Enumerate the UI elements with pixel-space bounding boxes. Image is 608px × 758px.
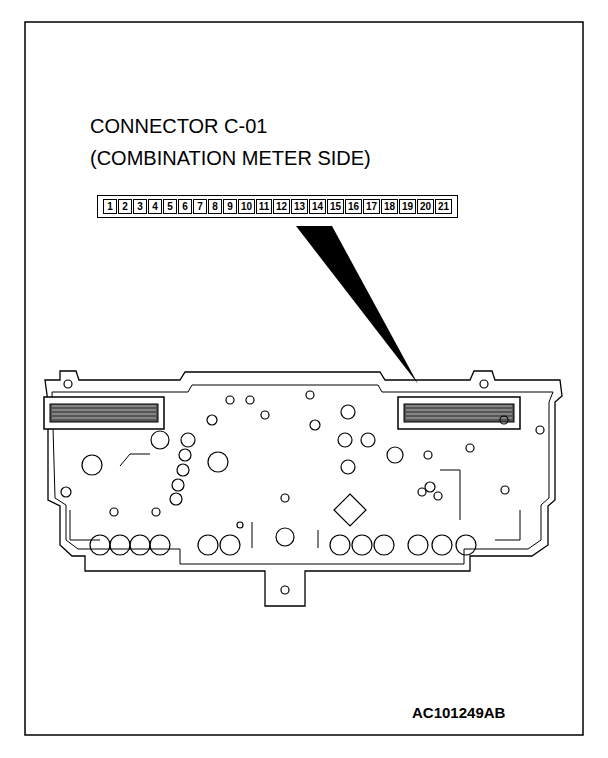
pin-cell: 1 bbox=[103, 199, 117, 214]
pin-number: 1 bbox=[107, 201, 113, 213]
board-trace bbox=[120, 454, 460, 548]
pin-number: 20 bbox=[420, 201, 431, 213]
connector-body: 123456789101112131415161718192021 bbox=[97, 195, 458, 218]
pin-cell: 9 bbox=[223, 199, 237, 214]
left-connector bbox=[44, 397, 164, 429]
pin-number: 19 bbox=[402, 201, 413, 213]
meter-housing bbox=[45, 371, 562, 606]
pin-cell: 21 bbox=[435, 199, 452, 214]
pin-number: 16 bbox=[348, 201, 359, 213]
figure-code: AC101249AB bbox=[412, 704, 505, 721]
pin-cell: 13 bbox=[291, 199, 308, 214]
right-connector bbox=[398, 397, 520, 429]
pin-number: 6 bbox=[182, 201, 188, 213]
connector: CONNECTOR C-01 (COMBINATION METER SIDE)1… bbox=[97, 110, 458, 218]
pin-number: 7 bbox=[197, 201, 203, 213]
pin-cell: 17 bbox=[363, 199, 380, 214]
pin-cell: 11 bbox=[256, 199, 272, 214]
gauge-holes bbox=[61, 380, 544, 594]
pin-cell: 8 bbox=[208, 199, 222, 214]
connector-title: CONNECTOR C-01 (COMBINATION METER SIDE) bbox=[90, 110, 390, 174]
pin-number: 8 bbox=[212, 201, 218, 213]
pin-cell: 19 bbox=[399, 199, 416, 214]
pin-number: 4 bbox=[152, 201, 158, 213]
pin-number: 10 bbox=[241, 201, 252, 213]
pin-number: 2 bbox=[122, 201, 128, 213]
pin-cell: 16 bbox=[345, 199, 362, 214]
pin-cell: 15 bbox=[327, 199, 344, 214]
pin-cell: 5 bbox=[163, 199, 177, 214]
pin-cell: 14 bbox=[309, 199, 326, 214]
pin-cell: 7 bbox=[193, 199, 207, 214]
pin-number: 9 bbox=[227, 201, 233, 213]
diamond-hole bbox=[334, 494, 366, 526]
pin-number: 3 bbox=[137, 201, 143, 213]
pin-number: 13 bbox=[294, 201, 305, 213]
leader-wedge bbox=[296, 226, 418, 384]
pin-number: 17 bbox=[366, 201, 377, 213]
pin-cell: 6 bbox=[178, 199, 192, 214]
pin-cell: 18 bbox=[381, 199, 398, 214]
pin-cell: 12 bbox=[273, 199, 290, 214]
pin-cell: 3 bbox=[133, 199, 147, 214]
pin-number: 15 bbox=[330, 201, 341, 213]
pin-cell: 2 bbox=[118, 199, 132, 214]
pin-number: 11 bbox=[259, 201, 270, 213]
pin-number: 14 bbox=[312, 201, 323, 213]
pin-number: 5 bbox=[167, 201, 173, 213]
pin-cell: 4 bbox=[148, 199, 162, 214]
pin-number: 12 bbox=[276, 201, 287, 213]
frame bbox=[25, 22, 583, 735]
pin-number: 18 bbox=[384, 201, 395, 213]
pin-number: 21 bbox=[438, 201, 449, 213]
pin-cell: 20 bbox=[417, 199, 434, 214]
pin-cell: 10 bbox=[238, 199, 255, 214]
